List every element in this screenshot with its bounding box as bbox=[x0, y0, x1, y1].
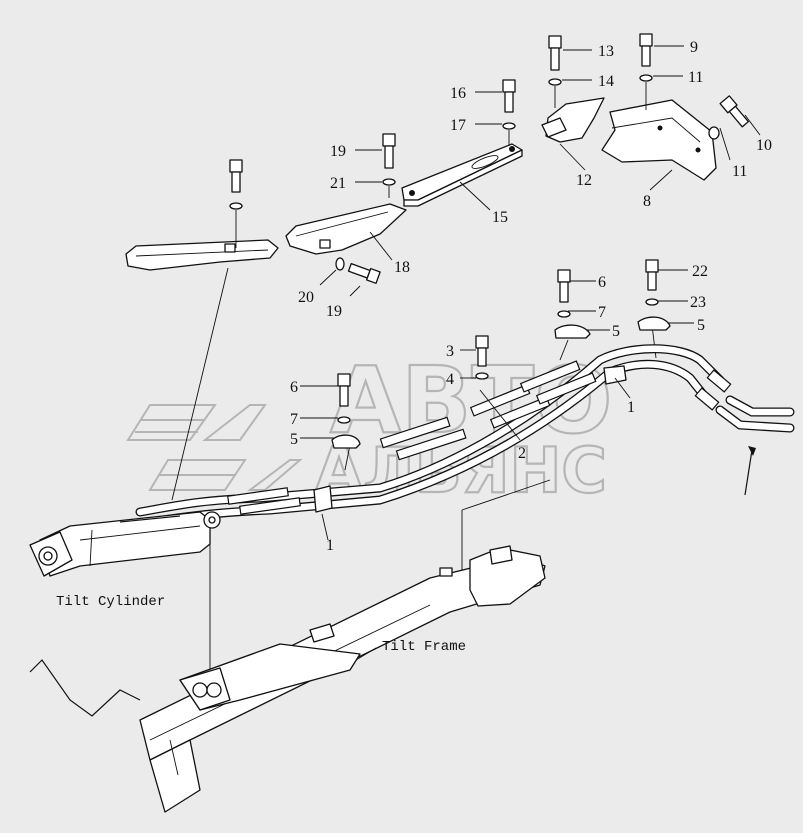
guard-plate-left bbox=[125, 239, 279, 271]
guard-plate-8 bbox=[601, 99, 717, 181]
label-9: 9 bbox=[690, 39, 698, 56]
label-12: 12 bbox=[576, 172, 592, 189]
guard-plate-18 bbox=[285, 203, 407, 255]
label-21: 21 bbox=[330, 175, 346, 192]
tilt-cylinder bbox=[29, 511, 221, 577]
label-5a: 5 bbox=[612, 323, 620, 340]
label-6b: 6 bbox=[290, 379, 298, 396]
label-2: 2 bbox=[518, 445, 526, 462]
hose-clamps bbox=[313, 259, 671, 513]
label-7b: 7 bbox=[290, 411, 298, 428]
guard-bar-15 bbox=[401, 143, 523, 207]
label-11b: 11 bbox=[732, 163, 747, 180]
label-16: 16 bbox=[450, 85, 466, 102]
watermark-line1: АВТО bbox=[330, 347, 612, 454]
label-10: 10 bbox=[756, 137, 772, 154]
label-14: 14 bbox=[598, 73, 614, 90]
label-15: 15 bbox=[492, 209, 508, 226]
leader-lines bbox=[300, 45, 761, 661]
label-3: 3 bbox=[446, 343, 454, 360]
label-7a: 7 bbox=[598, 304, 606, 321]
label-13: 13 bbox=[598, 43, 614, 60]
label-5b: 5 bbox=[697, 317, 705, 334]
label-20: 20 bbox=[298, 289, 314, 306]
label-19b: 19 bbox=[326, 303, 342, 320]
label-8: 8 bbox=[643, 193, 651, 210]
label-22: 22 bbox=[692, 263, 708, 280]
part-numbers: 13 14 9 11 10 11 12 8 16 17 19 21 15 18 … bbox=[290, 39, 772, 554]
label-11a: 11 bbox=[688, 69, 703, 86]
caption-tilt-frame: Tilt Frame bbox=[382, 639, 466, 655]
label-1a: 1 bbox=[627, 399, 635, 416]
label-6a: 6 bbox=[598, 274, 606, 291]
caption-tilt-cylinder: Tilt Cylinder bbox=[56, 594, 165, 610]
bolt-set-top bbox=[229, 33, 749, 284]
label-4: 4 bbox=[446, 371, 454, 388]
label-23: 23 bbox=[690, 294, 706, 311]
label-1b: 1 bbox=[326, 537, 334, 554]
hydraulic-hoses bbox=[135, 344, 795, 527]
tilt-frame bbox=[29, 545, 546, 813]
label-19a: 19 bbox=[330, 143, 346, 160]
label-17: 17 bbox=[450, 117, 466, 134]
label-5c: 5 bbox=[290, 431, 298, 448]
label-18: 18 bbox=[394, 259, 410, 276]
guide-lines bbox=[171, 82, 657, 680]
guard-plate-12 bbox=[541, 97, 605, 143]
watermark-logo: АВТО АЛЬЯНС bbox=[126, 346, 613, 508]
